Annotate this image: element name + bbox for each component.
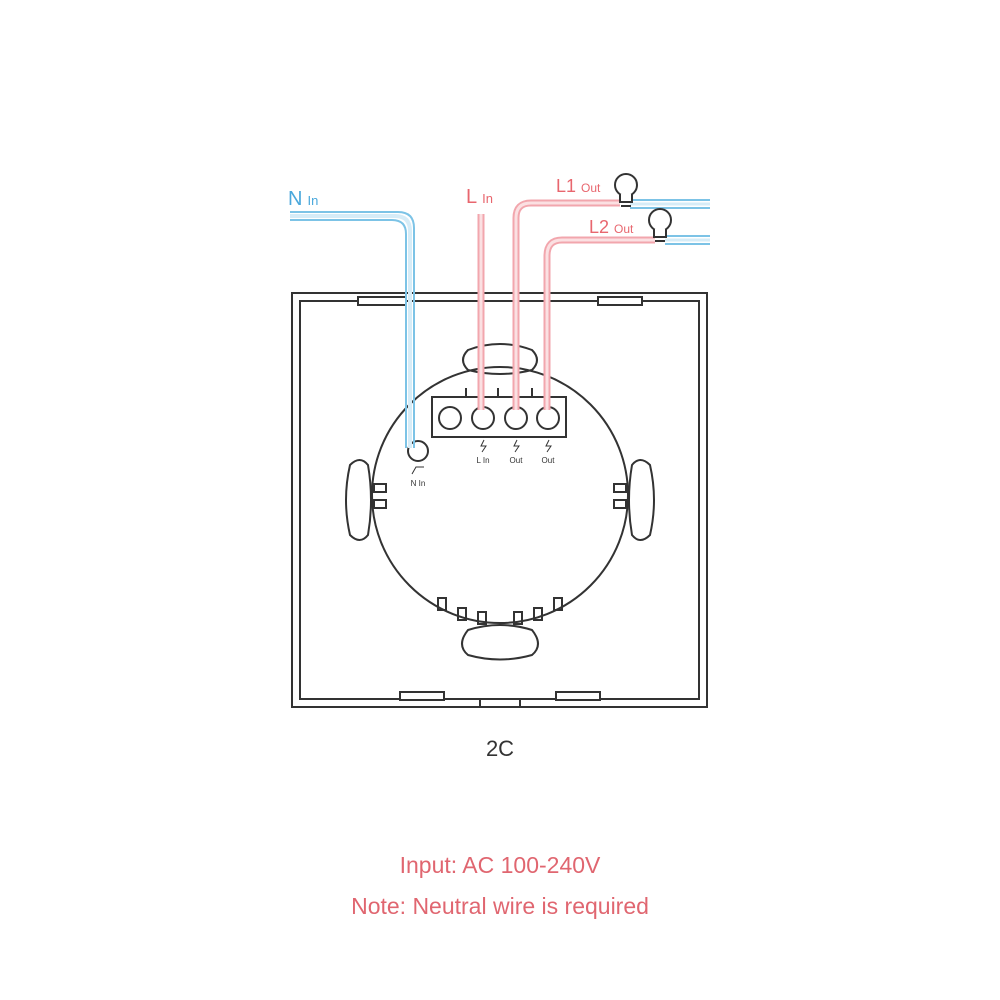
live-symbol-icon bbox=[480, 439, 487, 453]
neutral-wire bbox=[290, 211, 415, 448]
output-symbol-icon bbox=[545, 439, 552, 453]
model-caption: 2C bbox=[485, 736, 515, 761]
l1-out-wire bbox=[512, 199, 710, 410]
terminal-unused bbox=[438, 406, 462, 430]
terminal-label-l2-out: Out bbox=[542, 456, 556, 465]
switch-back-plate bbox=[291, 292, 708, 708]
terminal-l-in bbox=[471, 406, 495, 430]
l2-out-wire bbox=[543, 235, 710, 410]
terminal-label-n-in: N In bbox=[411, 479, 426, 488]
mounting-body bbox=[345, 343, 655, 661]
neutral-wire-note: Note: Neutral wire is required bbox=[351, 893, 649, 919]
terminal-l2-out bbox=[536, 406, 560, 430]
terminal-label-l1-out: Out bbox=[510, 456, 524, 465]
neutral-symbol-icon bbox=[411, 466, 424, 475]
terminal-l1-out bbox=[504, 406, 528, 430]
bulb-icon bbox=[648, 208, 672, 242]
input-voltage-note: Input: AC 100-240V bbox=[399, 852, 601, 878]
output-symbol-icon bbox=[513, 439, 520, 453]
terminal-label-l-in: L In bbox=[476, 456, 489, 465]
bulb-icon bbox=[614, 173, 638, 207]
terminal-labels: N In L In Out Out bbox=[411, 439, 556, 488]
